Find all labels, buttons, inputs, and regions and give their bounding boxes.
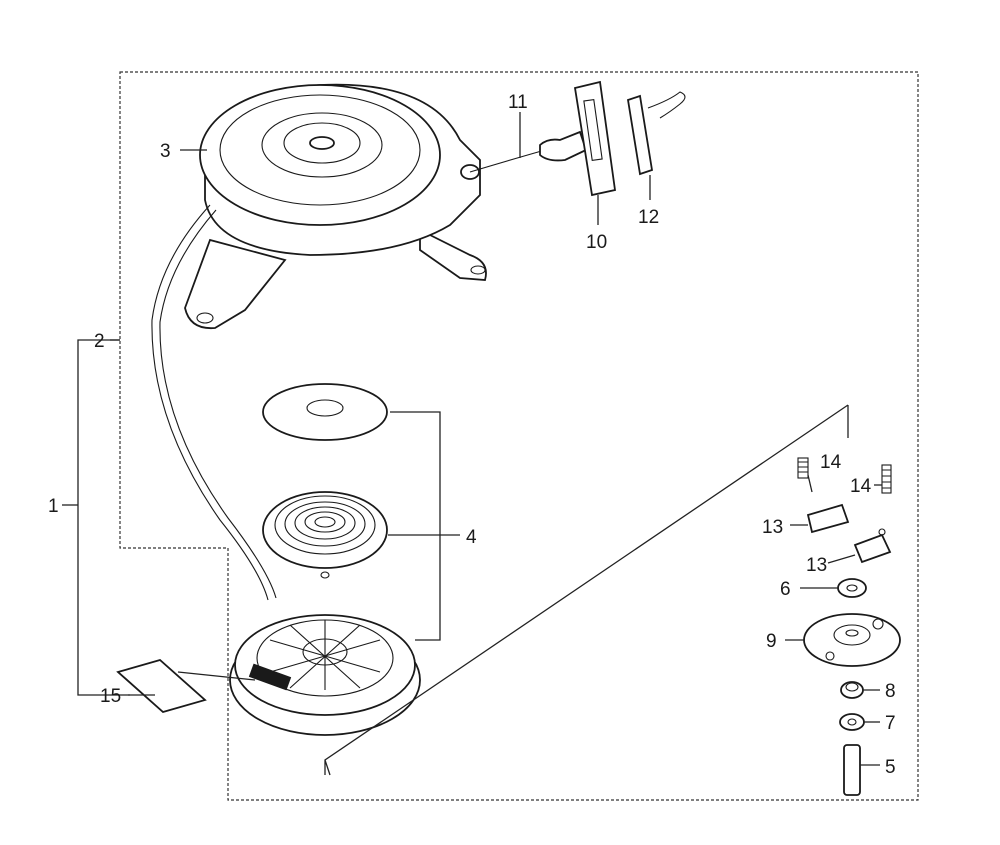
washer-6: [837, 578, 867, 598]
callout-2: 2: [94, 331, 105, 352]
callout-13b: 13: [806, 555, 827, 576]
callout-5: 5: [885, 757, 896, 778]
callout-10: 10: [586, 232, 607, 253]
bracket-1: [77, 339, 130, 696]
sub-frame: [324, 404, 849, 776]
pawl-spring-b: [881, 464, 892, 494]
spring-8: [840, 681, 864, 699]
callout-12: 12: [638, 207, 659, 228]
callout-7: 7: [885, 713, 896, 734]
ratchet-plate: [803, 613, 901, 667]
washer-7: [839, 713, 865, 731]
callout-8: 8: [885, 681, 896, 702]
callout-13a: 13: [762, 517, 783, 538]
leader-15-sticker: [177, 671, 256, 681]
callout-3: 3: [160, 141, 171, 162]
spring-cover-plate: [262, 383, 388, 441]
callout-15: 15: [100, 686, 121, 707]
bracket-4: [390, 411, 441, 641]
label-sticker: [116, 658, 207, 714]
pawl-spring-a: [797, 457, 809, 479]
starter-grip: [539, 80, 617, 197]
starter-reel: [229, 614, 421, 736]
assembly-frame: [119, 71, 919, 801]
callout-14a: 14: [820, 452, 842, 473]
pin-5: [843, 744, 861, 796]
callout-1: 1: [48, 496, 59, 517]
recoil-spring: [262, 491, 388, 579]
starter-case: [184, 83, 487, 330]
pawl-b: [853, 528, 892, 564]
starter-rope: [151, 204, 269, 601]
grip-insert: [626, 91, 686, 176]
leader-14a: [807, 474, 813, 493]
callout-14b: 14: [850, 476, 872, 497]
pawl-a: [806, 503, 850, 534]
callout-6: 6: [780, 579, 791, 600]
callout-4: 4: [466, 527, 477, 548]
callout-11: 11: [508, 92, 528, 113]
rope-11: [469, 149, 546, 173]
leader-13b: [827, 554, 856, 564]
callout-9: 9: [766, 631, 777, 652]
